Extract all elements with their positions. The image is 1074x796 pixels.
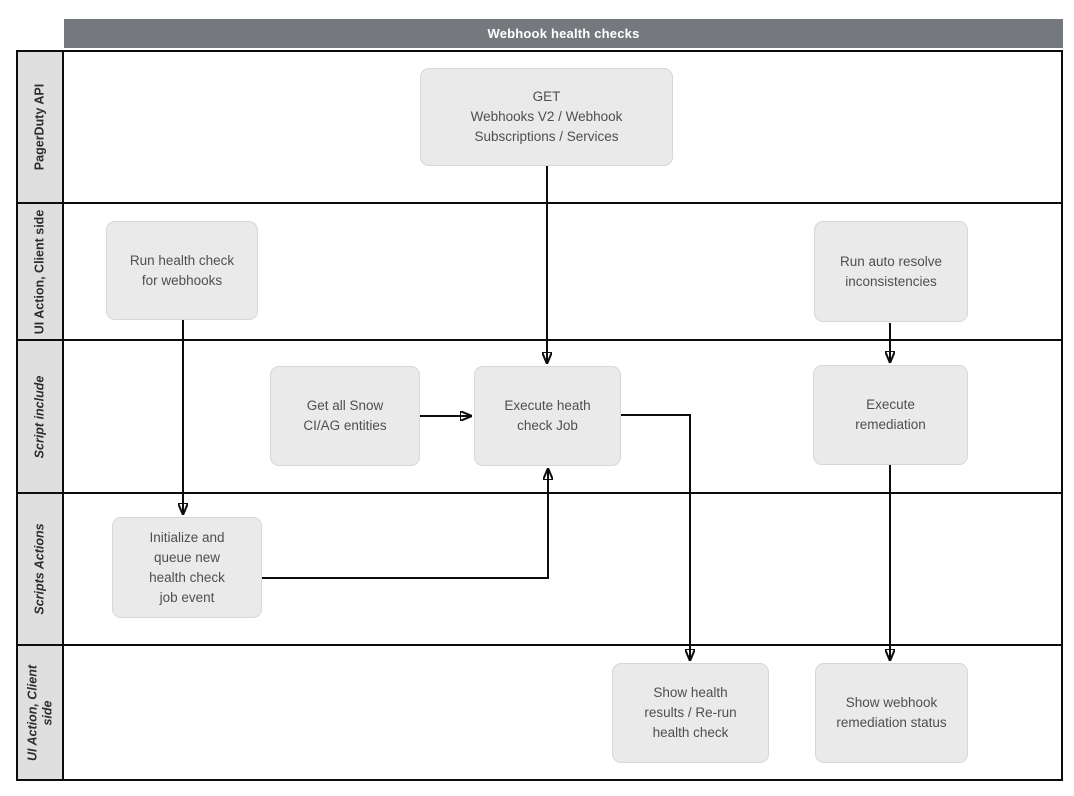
lane-label-cell-pagerduty-api: PagerDuty API [18, 52, 64, 202]
lane-label-pagerduty-api: PagerDuty API [32, 83, 47, 171]
node-show-health-results: Show health results / Re-run health chec… [612, 663, 769, 763]
node-get-webhooks: GET Webhooks V2 / Webhook Subscriptions … [420, 68, 673, 166]
lane-label-scripts-actions: Scripts Actions [32, 523, 47, 615]
diagram-title: Webhook health checks [487, 26, 640, 41]
node-show-webhook-status: Show webhook remediation status [815, 663, 968, 763]
lane-label-cell-ui-action-bottom: UI Action, Client side [18, 646, 64, 779]
lane-label-ui-action-bottom: UI Action, Client side [25, 664, 54, 761]
node-initialize-queue: Initialize and queue new health check jo… [112, 517, 262, 618]
node-run-health-check: Run health check for webhooks [106, 221, 258, 320]
lane-label-cell-script-include: Script include [18, 341, 64, 492]
node-execute-remediation: Execute remediation [813, 365, 968, 465]
lane-label-cell-ui-action-top: UI Action, Client side [18, 204, 64, 339]
node-get-all-snow: Get all Snow CI/AG entities [270, 366, 420, 466]
lane-label-ui-action-top: UI Action, Client side [32, 209, 47, 334]
node-execute-health-check: Execute heath check Job [474, 366, 621, 466]
diagram-title-bar: Webhook health checks [64, 19, 1063, 48]
lane-label-script-include: Script include [32, 375, 47, 458]
node-run-auto-resolve: Run auto resolve inconsistencies [814, 221, 968, 322]
lane-label-cell-scripts-actions: Scripts Actions [18, 494, 64, 644]
